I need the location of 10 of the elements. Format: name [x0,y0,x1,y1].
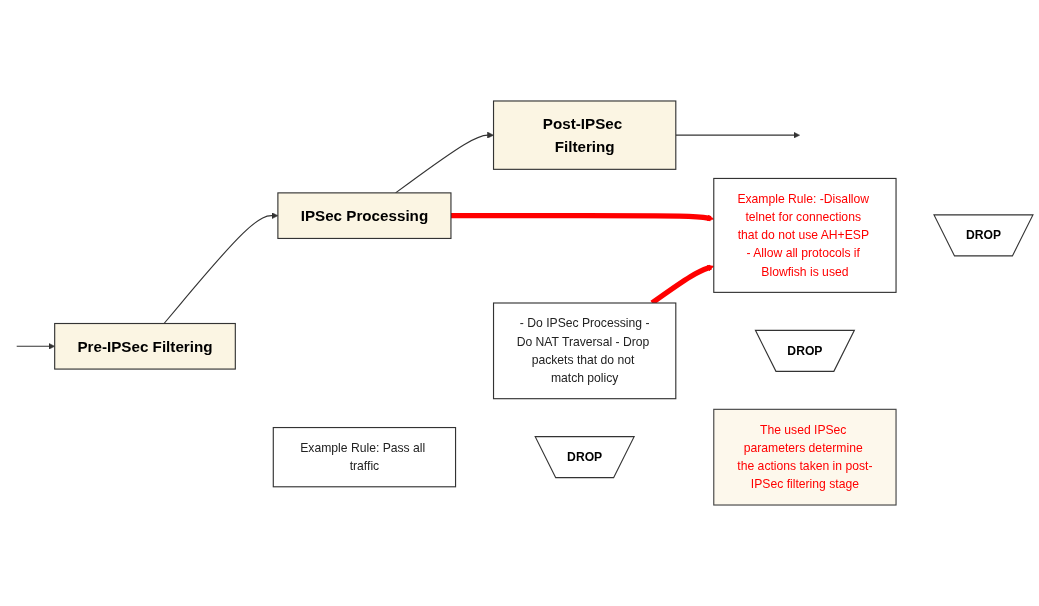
node-box: Post-IPSec Filtering [492,100,677,170]
node-box: Pre-IPSec Filtering [54,322,236,370]
arrow [16,342,55,350]
node-box: The used IPSec parameters determine the actions taken in post-IPSec filtering stage [713,408,897,506]
node-box: IPSec Processing [277,192,452,239]
arrow [395,131,494,194]
node-box: Example Rule: -Disallow telnet for connections that do not use AH+ESP - Allow all protocols if Blowfish is used [713,177,897,293]
arrow [675,131,800,139]
node-box: Example Rule: Pass all traffic [272,427,457,488]
node-box: - Do IPSec Processing -Do NAT Traversal - Drop packets that do not match policy [492,302,677,400]
